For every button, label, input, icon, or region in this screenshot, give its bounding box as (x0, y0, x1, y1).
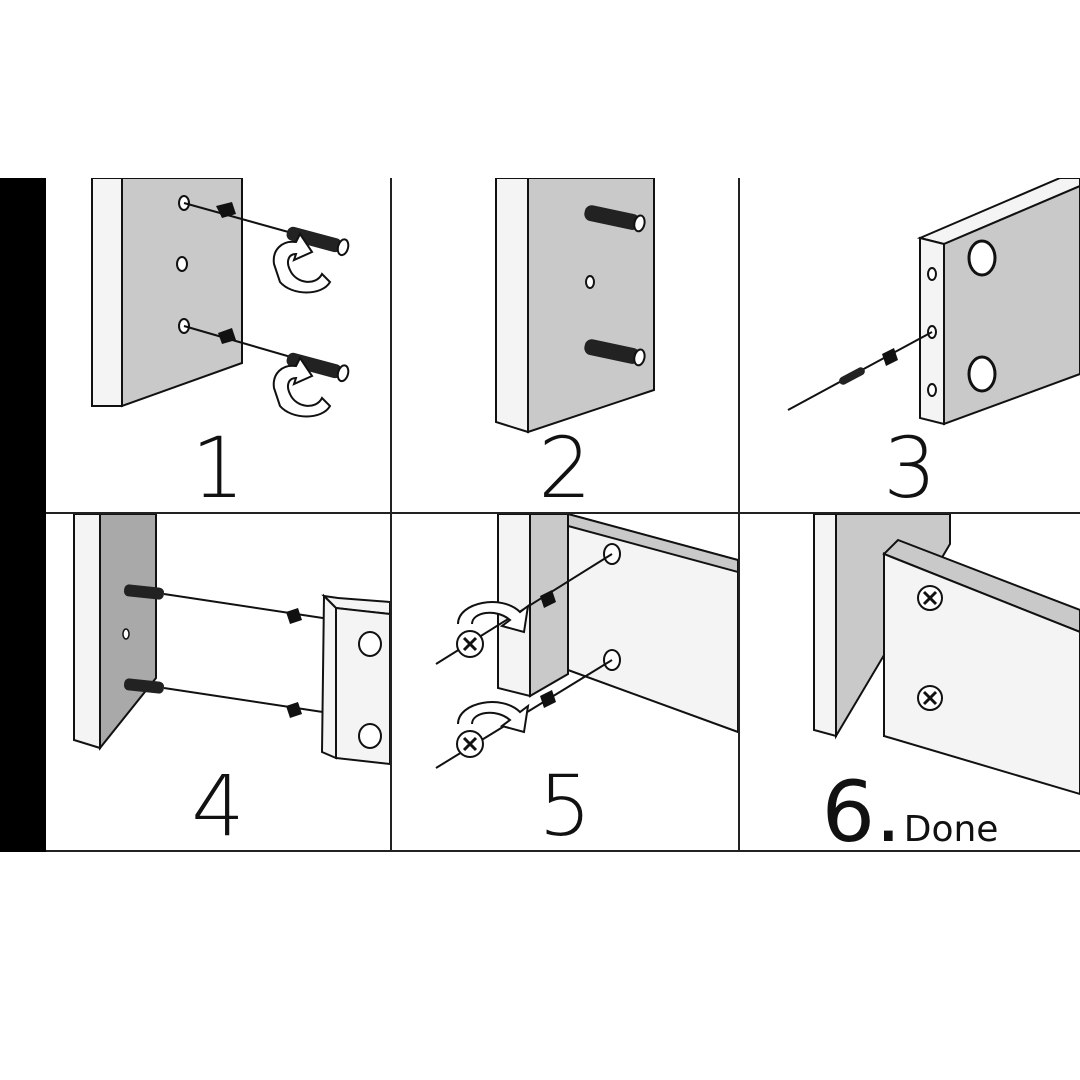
done-label: Done (903, 809, 999, 850)
step-panel-2: 2 (392, 178, 738, 512)
step-1-illustration (91, 178, 350, 418)
step-number-2: 2 (538, 419, 592, 512)
step-6-illustration (813, 514, 1080, 796)
step-number-5: 5 (538, 757, 592, 850)
step-2-illustration (495, 178, 655, 434)
step-label-6: 6.Done (740, 770, 1080, 850)
grid-line-col1 (390, 178, 392, 852)
step-number-6: 6. (821, 763, 902, 850)
step-3-illustration (787, 178, 1080, 426)
grid-line-bottom (46, 850, 1080, 852)
step-panel-4: 4 (46, 514, 390, 850)
step-number-4: 4 (191, 757, 245, 850)
step-panel-1: 1 (46, 178, 390, 512)
step-panel-3: 3 (740, 178, 1080, 512)
grid-line-middle (46, 512, 1080, 514)
step-panel-6: 6.Done (740, 514, 1080, 850)
step-5-illustration (435, 514, 738, 769)
step-number-1: 1 (191, 419, 245, 512)
step-number-3: 3 (883, 419, 937, 512)
step-panel-5: 5 (392, 514, 738, 850)
grid-line-col2 (738, 178, 740, 852)
left-black-bar (0, 178, 46, 852)
step-4-illustration (73, 514, 390, 766)
